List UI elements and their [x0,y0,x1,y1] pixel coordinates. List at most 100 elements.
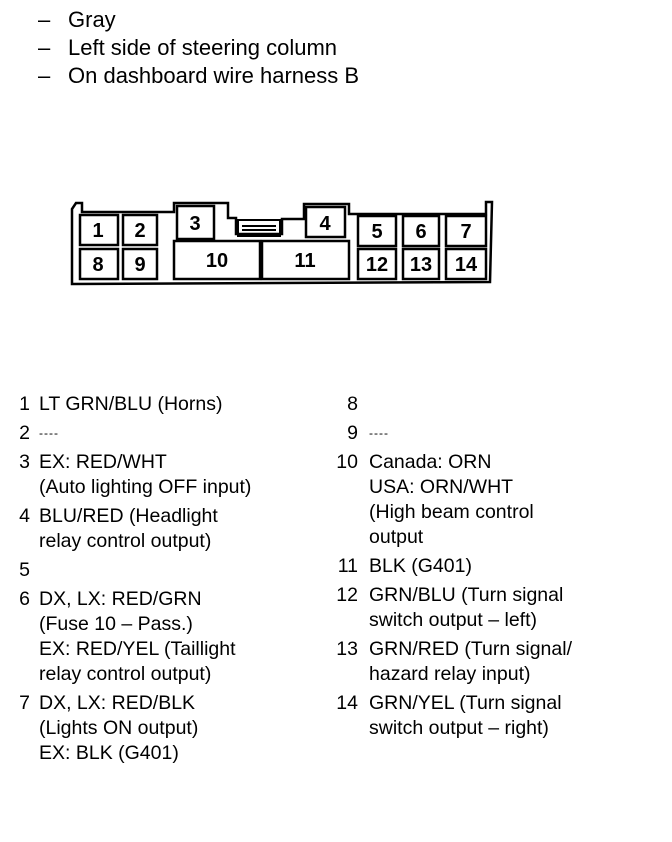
pin-description-line: switch output – right) [369,717,549,739]
pin-number: 4 [19,505,30,527]
pin-description: BLK (G401) [369,554,664,579]
pin-number: 9 [347,422,358,444]
pin-entry-8: 8 [334,392,664,417]
pin-list-left: 1 LT GRN/BLU (Horns) 2 ---- 3 EX: RED/WHT(Aut… [14,392,334,770]
pin-description: GRN/YEL (Turn signal switch output – righ… [369,691,664,741]
pin-description-line: BLU/RED (Headlight [39,505,218,527]
cavity-6 [401,214,441,248]
pin-entry-5: 5 [14,558,334,583]
pin-description: GRN/RED (Turn signal/hazard relay input) [369,637,664,687]
pin-entry-11: 11 BLK (G401) [334,554,664,579]
pin-description-line: ---- [369,426,389,440]
pin-description-line: ---- [39,426,59,440]
pin-number: 7 [19,692,30,714]
cavity-1 [78,213,120,247]
pin-label-2: 2 [134,220,145,242]
pin-label-8: 8 [92,254,103,276]
cavity-2 [121,213,159,247]
pin-description-line: GRN/YEL (Turn signal [369,692,562,714]
pin-description-line: output [369,526,424,548]
pin-label-4: 4 [319,213,331,235]
cavity-13 [401,247,441,281]
pin-label-1: 1 [92,220,103,242]
info-location: –Left side of steering column [38,34,359,62]
cavity-11 [260,239,351,281]
pin-label-3: 3 [189,213,200,235]
pin-description: DX, LX: RED/BLK(Lights ON output)EX: BLK… [39,691,334,766]
bullet-dash: – [38,7,51,32]
pin-entry-13: 13 GRN/RED (Turn signal/hazard relay inpu… [334,637,664,687]
pin-number: 12 [336,584,358,606]
pin-description-line: hazard relay input) [369,663,531,685]
pin-number: 3 [19,451,30,473]
info-color-text: Gray [68,7,116,32]
pin-entry-4: 4 BLU/RED (Headlight relay control output) [14,504,334,554]
pin-label-6: 6 [415,221,426,243]
bullet-dash: – [38,35,51,60]
pin-entry-7: 7 DX, LX: RED/BLK(Lights ON output)EX: BL… [14,691,334,766]
pin-number: 11 [337,555,358,577]
pin-description [39,558,334,583]
pin-description-line: EX: RED/YEL (Taillight [39,638,236,660]
pin-description-line: EX: BLK (G401) [39,742,179,764]
pin-label-13: 13 [410,254,432,276]
cavity-7 [444,214,488,248]
pin-description-line: (High beam control [369,501,534,523]
pin-label-7: 7 [460,221,471,243]
info-color: –Gray [38,6,359,34]
pin-description: EX: RED/WHT(Auto lighting OFF input) [39,450,334,500]
pin-description-line: GRN/BLU (Turn signal [369,584,564,606]
connector-info: –Gray –Left side of steering column –On … [38,6,359,90]
pin-label-9: 9 [134,254,145,276]
pin-number: 6 [19,588,30,610]
pin-label-14: 14 [455,254,478,276]
pin-entry-12: 12 GRN/BLU (Turn signal switch output – le… [334,583,664,633]
connector-latch [237,219,281,237]
connector-housing [70,200,494,286]
pin-description: BLU/RED (Headlight relay control output) [39,504,334,554]
pin-description [369,392,664,417]
cavity-9 [121,247,159,281]
cavity-3 [175,204,216,241]
pin-description: LT GRN/BLU (Horns) [39,392,334,417]
pin-description-line: BLK (G401) [369,555,472,577]
pin-label-5: 5 [371,221,382,243]
cavity-14 [444,247,488,281]
pin-entry-2: 2 ---- [14,421,334,446]
pin-description-line: Canada: ORN [369,451,492,473]
bullet-dash: – [38,63,51,88]
cavity-10 [172,239,262,281]
cavity-8 [78,247,120,281]
pin-entry-6: 6 DX, LX: RED/GRN (Fuse 10 – Pass.) EX: RED… [14,587,334,687]
cavity-4 [304,205,347,239]
info-harness-text: On dashboard wire harness B [68,63,360,88]
pin-description-line: relay control output) [39,530,212,552]
pin-description: DX, LX: RED/GRN (Fuse 10 – Pass.) EX: RED/… [39,587,334,687]
pin-number: 2 [19,422,30,444]
pin-description-line: EX: RED/WHT [39,451,167,473]
pin-description: Canada: ORN USA: ORN/WHT (High beam contro… [369,450,664,550]
pin-entry-9: 9 ---- [334,421,664,446]
pin-description-line: (Lights ON output) [39,717,199,739]
pin-entry-1: 1 LT GRN/BLU (Horns) [14,392,334,417]
pin-description-line [39,558,334,583]
cavity-12 [356,247,398,281]
pin-label-11: 11 [294,250,315,272]
pin-number: 1 [19,393,30,415]
pin-description-line: USA: ORN/WHT [369,476,514,498]
pin-entry-3: 3 EX: RED/WHT(Auto lighting OFF input) [14,450,334,500]
pin-description-line: (Fuse 10 – Pass.) [39,613,193,635]
pin-description-line: LT GRN/BLU (Horns) [39,393,223,415]
pin-description-line: DX, LX: RED/GRN [39,588,202,610]
pin-description: ---- [39,421,334,446]
pin-label-12: 12 [366,254,388,276]
cavity-5 [356,214,398,248]
pin-description-line: relay control output) [39,663,212,685]
pin-number: 13 [336,638,358,660]
pin-number: 5 [19,559,30,581]
pin-description-line: switch output – left) [369,609,537,631]
